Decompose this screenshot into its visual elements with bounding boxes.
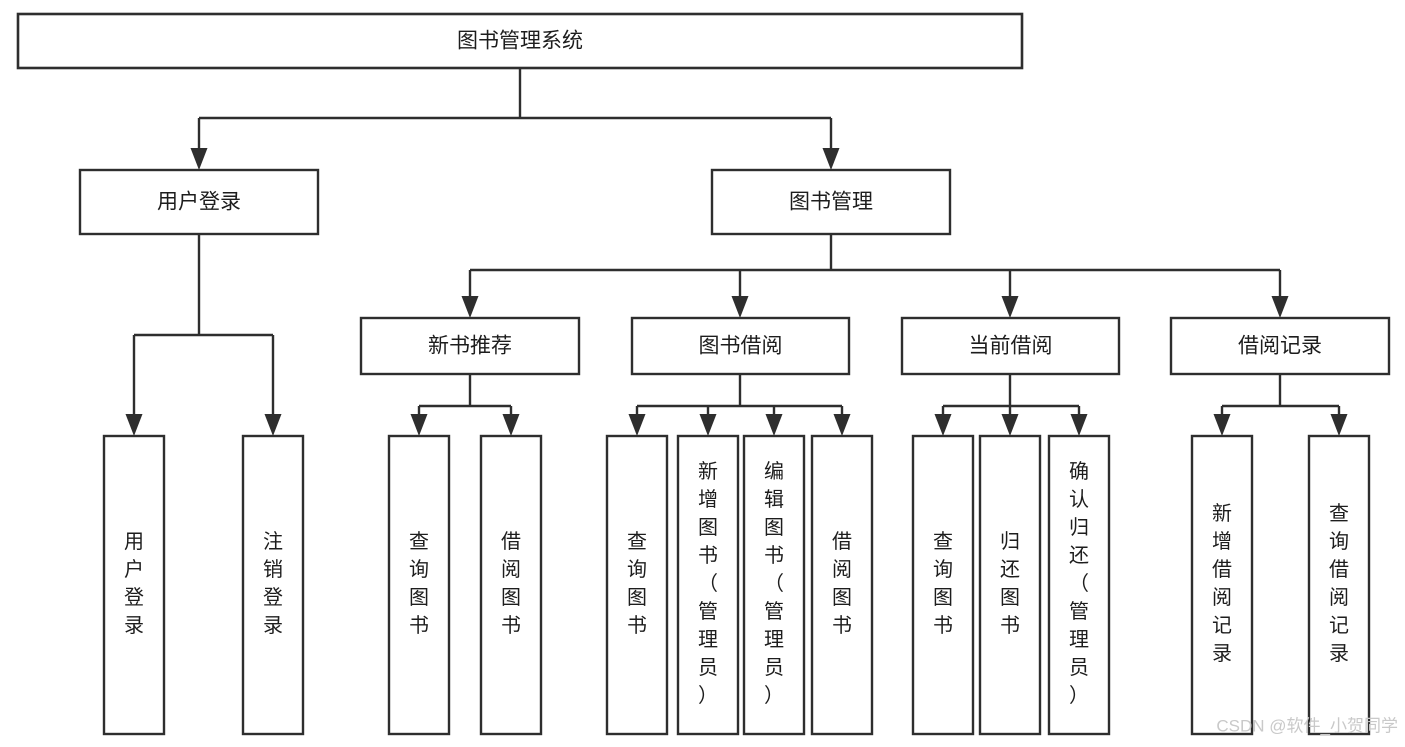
node-leaf-edit-book[interactable]: 编辑图书（管理员） <box>742 434 806 736</box>
node-box-leaf-query-record[interactable] <box>1307 434 1371 736</box>
arrow-head-icon <box>1213 414 1231 436</box>
node-label-current-borrow: 当前借阅 <box>969 335 1053 358</box>
node-label-leaf-return-book: 归还图书 <box>1000 530 1020 637</box>
node-label-new-book-rec: 新书推荐 <box>428 335 512 358</box>
node-box-leaf-query-book-3[interactable] <box>911 434 975 736</box>
connectors-layer <box>125 68 1348 436</box>
node-leaf-add-record[interactable]: 新增借阅记录 <box>1190 434 1254 736</box>
node-new-book-rec[interactable]: 新书推荐 <box>359 316 581 376</box>
node-box-leaf-edit-book[interactable] <box>742 434 806 736</box>
arrow-head-icon <box>1271 296 1289 318</box>
connector-group-root-to-level1 <box>190 68 840 170</box>
csdn-watermark: CSDN @软件_小贺同学 <box>1216 716 1398 735</box>
arrow-head-icon <box>934 414 952 436</box>
node-label-leaf-query-book-3: 查询图书 <box>933 530 953 637</box>
node-box-leaf-add-record[interactable] <box>1190 434 1254 736</box>
arrow-head-icon <box>1001 414 1019 436</box>
node-label-book-borrow: 图书借阅 <box>699 335 783 358</box>
node-label-leaf-query-book-1: 查询图书 <box>409 530 429 637</box>
arrow-head-icon <box>190 148 208 170</box>
node-book-borrow[interactable]: 图书借阅 <box>630 316 851 376</box>
node-box-new-book-rec[interactable] <box>359 316 581 376</box>
node-leaf-user-logout[interactable]: 注销登录 <box>241 434 305 736</box>
node-box-root[interactable] <box>16 12 1024 70</box>
node-box-leaf-add-book[interactable] <box>676 434 740 736</box>
arrow-head-icon <box>410 414 428 436</box>
node-box-user-login[interactable] <box>78 168 320 236</box>
arrow-head-icon <box>264 414 282 436</box>
arrow-head-icon <box>1070 414 1088 436</box>
node-book-manage[interactable]: 图书管理 <box>710 168 952 236</box>
connector-group-book-borrow-to-leaves <box>628 374 851 436</box>
node-label-leaf-add-book: 新增图书（管理员） <box>698 460 718 707</box>
node-leaf-confirm-return[interactable]: 确认归还（管理员） <box>1047 434 1111 736</box>
connector-group-book-manage-to-level2 <box>461 234 1289 318</box>
node-box-leaf-borrow-book-2[interactable] <box>810 434 874 736</box>
node-label-leaf-add-record: 新增借阅记录 <box>1212 502 1232 665</box>
arrow-head-icon <box>628 414 646 436</box>
connector-group-borrow-record-to-leaves <box>1213 374 1348 436</box>
node-box-leaf-borrow-book-1[interactable] <box>479 434 543 736</box>
node-label-leaf-confirm-return: 确认归还（管理员） <box>1069 460 1089 707</box>
node-label-book-manage: 图书管理 <box>789 191 873 214</box>
node-box-book-manage[interactable] <box>710 168 952 236</box>
node-leaf-query-book-1[interactable]: 查询图书 <box>387 434 451 736</box>
node-leaf-borrow-book-1[interactable]: 借阅图书 <box>479 434 543 736</box>
arrow-head-icon <box>125 414 143 436</box>
arrow-head-icon <box>765 414 783 436</box>
node-leaf-query-book-2[interactable]: 查询图书 <box>605 434 669 736</box>
connector-group-new-book-rec-to-leaves <box>410 374 520 436</box>
node-label-leaf-query-book-2: 查询图书 <box>627 530 647 637</box>
arrow-head-icon <box>731 296 749 318</box>
node-label-borrow-record: 借阅记录 <box>1238 335 1322 358</box>
node-label-leaf-edit-book: 编辑图书（管理员） <box>764 460 784 707</box>
arrow-head-icon <box>502 414 520 436</box>
node-box-leaf-query-book-2[interactable] <box>605 434 669 736</box>
node-box-leaf-confirm-return[interactable] <box>1047 434 1111 736</box>
node-box-leaf-return-book[interactable] <box>978 434 1042 736</box>
node-borrow-record[interactable]: 借阅记录 <box>1169 316 1391 376</box>
node-leaf-return-book[interactable]: 归还图书 <box>978 434 1042 736</box>
node-box-borrow-record[interactable] <box>1169 316 1391 376</box>
arrow-head-icon <box>461 296 479 318</box>
node-user-login[interactable]: 用户登录 <box>78 168 320 236</box>
node-leaf-user-login[interactable]: 用户登录 <box>102 434 166 736</box>
node-box-leaf-query-book-1[interactable] <box>387 434 451 736</box>
node-label-root: 图书管理系统 <box>457 30 583 53</box>
arrow-head-icon <box>822 148 840 170</box>
nodes-layer: 图书管理系统用户登录图书管理新书推荐图书借阅当前借阅借阅记录用户登录注销登录查询… <box>16 12 1391 736</box>
node-box-leaf-user-login[interactable] <box>102 434 166 736</box>
node-current-borrow[interactable]: 当前借阅 <box>900 316 1121 376</box>
node-box-book-borrow[interactable] <box>630 316 851 376</box>
node-label-user-login: 用户登录 <box>157 191 241 214</box>
node-box-current-borrow[interactable] <box>900 316 1121 376</box>
node-label-leaf-borrow-book-2: 借阅图书 <box>832 530 852 637</box>
node-label-leaf-user-login: 用户登录 <box>124 531 144 637</box>
arrow-head-icon <box>699 414 717 436</box>
arrow-head-icon <box>1001 296 1019 318</box>
node-leaf-add-book[interactable]: 新增图书（管理员） <box>676 434 740 736</box>
node-leaf-query-record[interactable]: 查询借阅记录 <box>1307 434 1371 736</box>
arrow-head-icon <box>833 414 851 436</box>
node-label-leaf-query-record: 查询借阅记录 <box>1329 502 1349 665</box>
node-root[interactable]: 图书管理系统 <box>16 12 1024 70</box>
connector-group-user-login-to-leaves <box>125 234 282 436</box>
node-leaf-query-book-3[interactable]: 查询图书 <box>911 434 975 736</box>
node-label-leaf-borrow-book-1: 借阅图书 <box>501 530 521 637</box>
connector-group-current-borrow-to-leaves <box>934 374 1088 436</box>
node-label-leaf-user-logout: 注销登录 <box>263 530 283 637</box>
node-leaf-borrow-book-2[interactable]: 借阅图书 <box>810 434 874 736</box>
arrow-head-icon <box>1330 414 1348 436</box>
node-box-leaf-user-logout[interactable] <box>241 434 305 736</box>
